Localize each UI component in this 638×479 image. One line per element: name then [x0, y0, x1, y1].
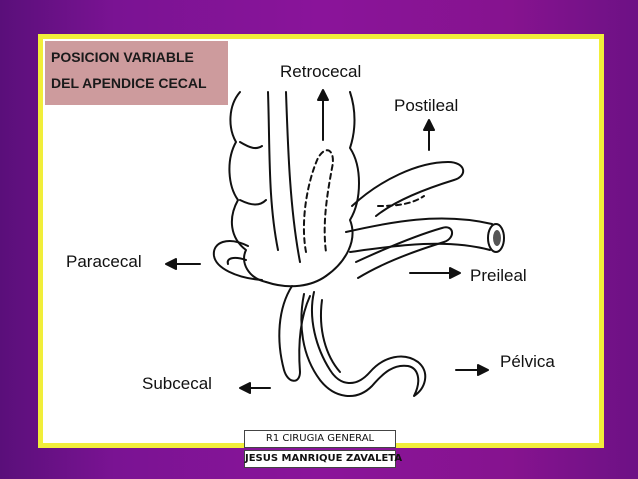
pelvic-appendix-inner [320, 299, 341, 373]
title-box: POSICION VARIABLE DEL APENDICE CECAL [45, 41, 228, 105]
subcecal-arrowhead [239, 382, 251, 394]
credit-line-2: JESUS MANRIQUE ZAVALETA [244, 450, 402, 468]
paracecal-appendix [212, 240, 263, 281]
label-subcecal: Subcecal [142, 374, 212, 393]
ileum-upper [345, 217, 493, 233]
ileum-lumen [493, 230, 501, 246]
paracecal-inner [226, 256, 247, 265]
postileal-dashed [377, 195, 425, 207]
colon-left-wall [228, 91, 267, 283]
label-retrocecal: Retrocecal [280, 62, 362, 81]
label-pelvica: Pélvica [500, 352, 555, 371]
colon-inner-line-2 [285, 91, 301, 263]
retrocecal-arrowhead [317, 89, 329, 101]
title-line-2: DEL APENDICE CECAL [51, 75, 207, 91]
pelvic-appendix [300, 291, 427, 398]
paracecal-arrowhead [165, 258, 177, 270]
pelvic-arrowhead [477, 364, 489, 376]
retrocecal-appendix [302, 149, 334, 253]
preileal-appendix [355, 226, 453, 279]
ileum-opening [487, 223, 505, 253]
preileal-arrowhead [449, 267, 461, 279]
title-line-1: POSICION VARIABLE [51, 49, 194, 65]
credit-line-1: R1 CIRUGIA GENERAL [244, 430, 396, 448]
postileal-arrowhead [423, 119, 435, 131]
postileal-appendix [351, 161, 464, 217]
ileum-lower [349, 242, 491, 253]
colon-inner-line-1 [267, 91, 279, 251]
label-paracecal: Paracecal [66, 252, 142, 271]
colon-right-wall [325, 91, 360, 277]
label-postileal: Postileal [394, 96, 459, 115]
subcecal-appendix [278, 285, 311, 382]
colon-haustra [239, 141, 267, 206]
label-preileal: Preileal [470, 266, 527, 285]
colon-bottom [265, 275, 327, 288]
